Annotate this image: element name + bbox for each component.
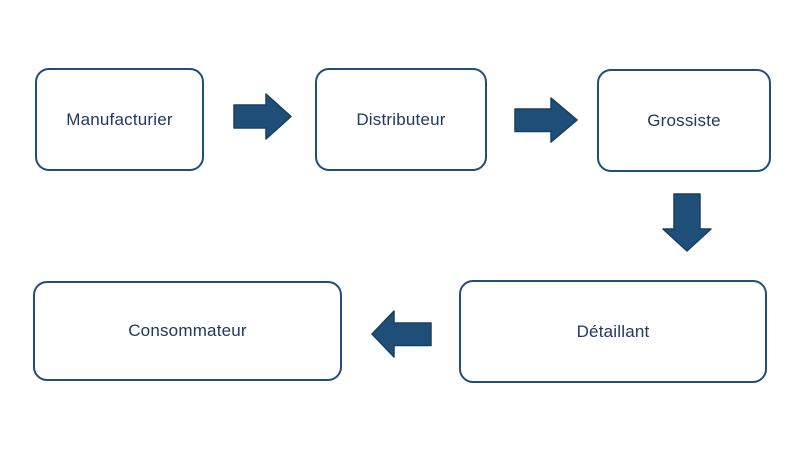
arrow-left-detaillant-to-consommateur-icon bbox=[371, 310, 432, 358]
node-consommateur-label: Consommateur bbox=[128, 321, 247, 340]
node-consommateur: Consommateur bbox=[33, 281, 342, 381]
node-manufacturier-label: Manufacturier bbox=[66, 109, 173, 129]
node-detaillant: Détaillant bbox=[459, 280, 767, 383]
arrow-down-grossiste-to-detaillant-icon bbox=[662, 193, 712, 252]
node-grossiste: Grossiste bbox=[597, 69, 771, 172]
node-distributeur: Distributeur bbox=[315, 68, 487, 171]
node-grossiste-label: Grossiste bbox=[647, 110, 721, 130]
arrow-right-manufacturier-to-distributeur-icon bbox=[233, 93, 292, 140]
node-detaillant-label: Détaillant bbox=[576, 321, 650, 341]
arrow-right-distributeur-to-grossiste-icon bbox=[514, 97, 578, 143]
node-distributeur-label: Distributeur bbox=[356, 109, 446, 129]
node-manufacturier: Manufacturier bbox=[35, 68, 204, 171]
